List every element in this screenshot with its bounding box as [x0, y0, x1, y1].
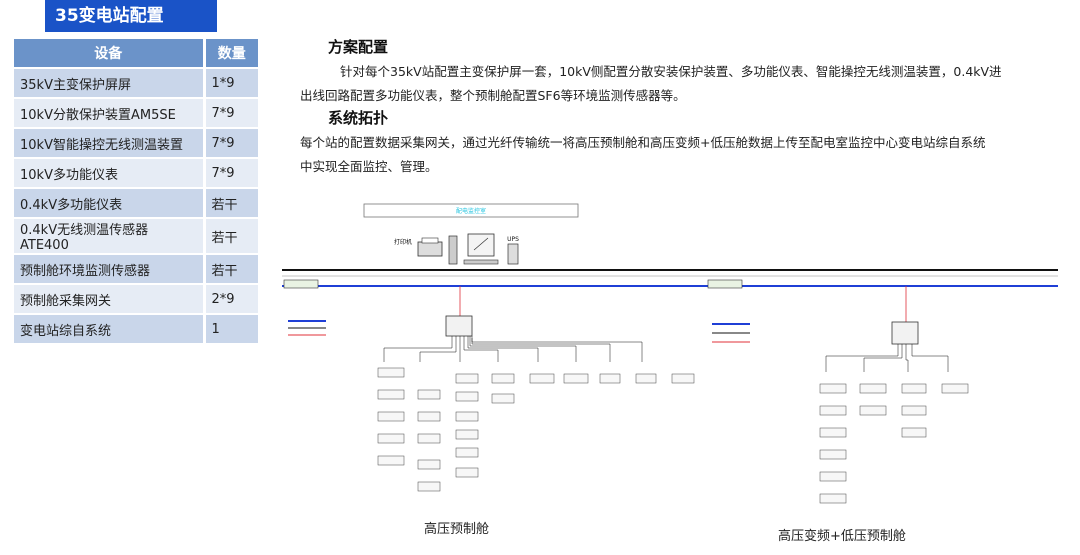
- cell-quantity: 1: [202, 315, 258, 343]
- cell-device: 变电站综自系统: [14, 315, 203, 343]
- legend-left: [288, 320, 326, 336]
- topology-text-line2: 中实现全面监控、管理。: [300, 159, 438, 174]
- gateway-left-icon: [445, 315, 473, 337]
- printer-icon: [417, 237, 443, 257]
- cell-device: 35kV主变保护屏屏: [14, 69, 203, 97]
- cell-quantity: 若干: [202, 255, 258, 283]
- cell-quantity: 7*9: [202, 99, 258, 127]
- plan-text-line2: 出线回路配置多功能仪表，整个预制舱配置SF6等环境监测传感器等。: [300, 88, 686, 103]
- cell-quantity: 7*9: [202, 159, 258, 187]
- cell-quantity: 1*9: [202, 69, 258, 97]
- cell-device: 0.4kV多功能仪表: [14, 189, 203, 217]
- topology-text-line1: 每个站的配置数据采集网关，通过光纤传输统一将高压预制舱和高压变频+低压舱数据上传…: [300, 135, 986, 150]
- table-row: 预制舱环境监测传感器若干: [14, 255, 258, 283]
- table-header-row: 设备 数量: [14, 39, 258, 67]
- feeder-lines-right: [825, 344, 949, 372]
- ups-label: UPS: [507, 236, 519, 243]
- header-quantity: 数量: [202, 39, 258, 67]
- cell-quantity: 若干: [202, 219, 258, 253]
- header-device: 设备: [14, 39, 203, 67]
- table-row: 0.4kV多功能仪表若干: [14, 189, 258, 217]
- feeder-lines-left: [383, 336, 643, 362]
- gateway-right-icon: [891, 321, 919, 345]
- cell-device: 10kV分散保护装置AM5SE: [14, 99, 203, 127]
- cell-device: 预制舱环境监测传感器: [14, 255, 203, 283]
- legend-right: [712, 323, 750, 343]
- switch-right-icon: [707, 279, 743, 289]
- caption-hv-cabin: 高压预制舱: [424, 522, 490, 537]
- page-title: 35变电站配置: [45, 0, 217, 32]
- computer-icon: [448, 233, 499, 265]
- plan-text-line1: 针对每个35kV站配置主变保护屏一套，10kV侧配置分散安装保护装置、多功能仪表…: [340, 64, 1002, 79]
- topology-heading: 系统拓扑: [328, 109, 389, 127]
- cell-device: 0.4kV无线测温传感器ATE400: [14, 219, 203, 253]
- control-room-box: [363, 203, 579, 218]
- device-boxes-right: [819, 383, 969, 504]
- cell-device: 10kV智能操控无线测温装置: [14, 129, 203, 157]
- topology-diagram: 配电监控室 打印机 UPS: [282, 203, 1058, 504]
- cell-device: 10kV多功能仪表: [14, 159, 203, 187]
- cell-device: 预制舱采集网关: [14, 285, 203, 313]
- plan-heading: 方案配置: [328, 38, 389, 56]
- control-room-label: 配电监控室: [456, 207, 486, 215]
- printer-label: 打印机: [394, 238, 412, 246]
- caption-hv-lv-cabin: 高压变频+低压预制舱: [778, 529, 906, 544]
- cell-quantity: 7*9: [202, 129, 258, 157]
- switch-left-icon: [283, 279, 319, 289]
- cell-quantity: 2*9: [202, 285, 258, 313]
- device-boxes-left: [377, 367, 695, 492]
- cell-quantity: 若干: [202, 189, 258, 217]
- ups-icon: [507, 243, 519, 265]
